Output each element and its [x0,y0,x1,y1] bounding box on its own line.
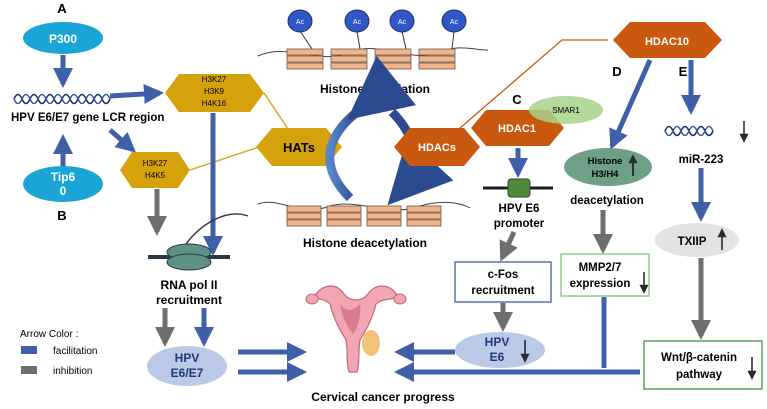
hexagon-h3k27-h4k5 [120,152,190,188]
hdac10-label: HDAC10 [645,36,689,48]
hpv-e6-label-line2: E6 [490,350,505,364]
cfos-label-line2: recruitment [471,285,534,297]
arrow-gene-to-h3k27-h3k9-h4k16 [109,83,164,104]
acetyl-groups: Ac Ac Ac Ac [287,9,467,50]
hpv-e6-promoter-dna [483,178,553,198]
panel-label-d: D [612,64,621,79]
histone-acetylation-label: Histone acetylation [320,82,430,96]
rna-pol-ii-label-line1: RNA pol II [161,278,218,292]
acetyl-ball-3 [389,9,415,33]
hexagon-bottom-line2: H4K5 [145,171,166,180]
histone-deacetylation-label: Histone deacetylation [303,236,427,250]
rna-pol-ii-complex [148,213,249,271]
hpv-e6e7-oval [147,346,227,386]
acetyl-label-4: Ac [450,19,459,26]
hpv-e6e7-label-line2: E6/E7 [171,366,204,380]
tip60-label-line1: Tip6 [51,170,76,184]
acetyl-ball-1 [287,9,313,33]
legend-swatch-inhibition [21,366,37,374]
hexagon-hdacs [394,128,480,166]
hexagon-top-line1: H3K27 [202,75,227,84]
hexagon-hdac10 [613,22,722,58]
cfos-label-line1: c-Fos [488,269,519,281]
hexagon-top-line2: H3K9 [204,87,225,96]
histone-h3h4-oval [564,148,652,186]
mmp27-label-line2: expression [570,278,631,290]
hdacs-label: HDACs [418,142,456,154]
panel-label-a: A [57,1,67,16]
mmp27-label-line1: MMP2/7 [579,262,622,274]
tip60-label-line2: 0 [60,184,67,198]
acetyl-ball-2 [344,9,370,33]
mir223-label: miR-223 [679,154,724,166]
panel-label-c: C [512,92,522,107]
hpv-e6-promoter-label-line1: HPV E6 [499,203,540,215]
hpv-e6e7-label-line1: HPV [175,351,200,365]
wnt-box [643,340,763,390]
tip60-oval [23,166,103,202]
link-hdac10-to-hdacs [459,39,608,129]
legend-title: Arrow Color : [20,329,78,340]
link-hats-to-hexagon-bottom [189,145,263,171]
arrow-hdac10-to-histone [609,58,653,150]
acetyl-label-2: Ac [353,19,362,26]
hexagon-bottom-line1: H3K27 [143,159,168,168]
mmp27-box [560,253,650,297]
histone-h3h4-label-line1: Histone [588,156,623,167]
arrow-gene-to-h3k27-h4k5 [108,128,137,153]
curved-arrow-acetylation-left [325,55,417,202]
hpv-e6-label-line1: HPV [485,335,510,349]
legend-facilitation-label: facilitation [53,346,97,357]
nucleosome-row-acetylated [286,48,456,70]
uterus-illustration [305,285,407,373]
legend-inhibition-label: inhibition [53,366,92,377]
histone-h3h4-label-line2: H3/H4 [592,169,620,180]
wnt-label-line1: Wnt/β-catenin [661,352,737,364]
dna-helix-hpv-gene [13,93,111,105]
deacetylation-label: deacetylation [570,195,644,207]
cervical-cancer-progress-label: Cervical cancer progress [311,390,455,404]
hats-label: HATs [283,140,315,155]
hexagon-top-line3: H4K16 [202,99,227,108]
legend-swatch-facilitation [21,346,37,354]
hexagon-hats [256,128,342,166]
p300-oval [23,22,103,54]
acetyl-label-1: Ac [296,19,305,26]
hpv-e6-promoter-label-line2: promoter [494,218,545,230]
wnt-label-line2: pathway [676,369,723,381]
hpv-gene-lcr-label: HPV E6/E7 gene LCR region [11,112,164,124]
hexagon-h3k27-h3k9-h4k16 [165,74,264,112]
smar1-label: SMAR1 [552,106,580,115]
rna-pol-ii-label-line2: recruitment [156,293,222,307]
link-hats-to-hexagon-top [263,92,291,133]
p300-label: P300 [49,32,77,46]
cfos-box [454,261,552,303]
txiip-label: TXIIP [678,236,707,248]
panel-label-b: B [57,208,66,223]
nucleosome-row-deacetylated [286,205,442,227]
panel-label-e: E [679,64,688,79]
arrow-promoter-to-cfos [499,230,518,262]
acetyl-label-3: Ac [398,19,407,26]
acetyl-ball-4 [441,9,467,33]
hdac1-label: HDAC1 [498,123,536,135]
legend: Arrow Color : facilitation inhibition [20,329,97,377]
mir223-helix [664,125,714,137]
smar1-oval [529,96,603,124]
